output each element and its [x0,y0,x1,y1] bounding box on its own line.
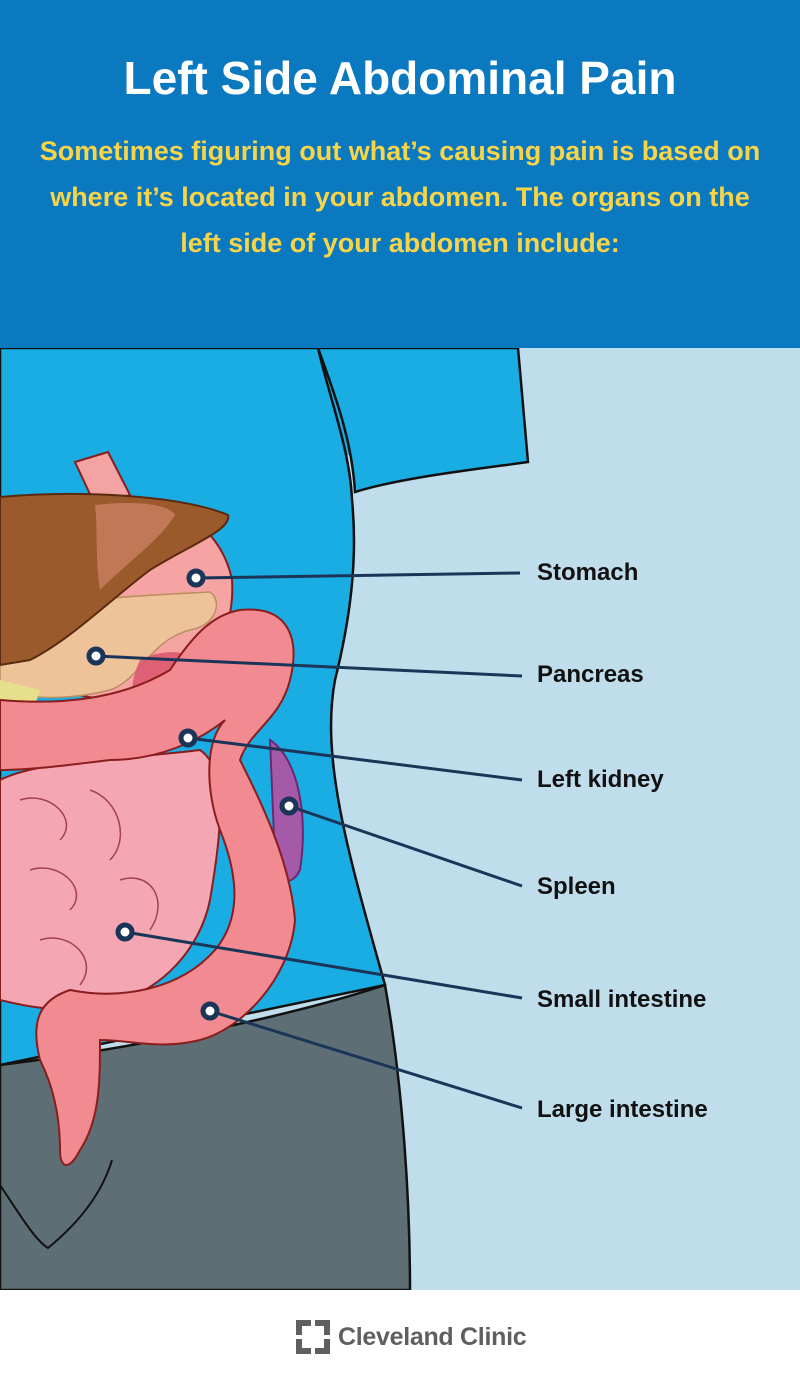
cleveland-clinic-logo: Cleveland Clinic [296,1320,527,1354]
page-subtitle: Sometimes figuring out what’s causing pa… [39,136,761,258]
label-left-kidney: Left kidney [537,766,664,793]
left-kidney-marker [178,728,198,748]
pants [0,983,412,1290]
abdomen-illustration [0,348,800,1290]
cleveland-clinic-logo-icon [296,1320,330,1354]
stomach-marker [186,568,206,588]
shirt-sleeve [316,348,530,494]
small-intestine-folds [19,789,159,986]
label-large-intestine: Large intestine [537,1096,708,1123]
large-intestine [0,608,297,1166]
esophagus [73,450,132,507]
spleen-marker [279,796,299,816]
leader-lines [95,571,523,1110]
label-small-intestine: Small intestine [537,986,707,1013]
label-stomach: Stomach [537,559,639,586]
liver [0,493,230,667]
label-spleen: Spleen [537,873,616,900]
footer [0,1290,800,1384]
pants-crotch-line [0,1159,113,1250]
header-banner: Left Side Abdominal Pain Sometimes figur… [0,0,800,348]
label-pancreas: Pancreas [537,661,644,688]
pancreas-marker [86,646,106,666]
page-title: Left Side Abdominal Pain [123,52,677,104]
small-intestine-marker [115,922,135,942]
liver-highlight [95,503,175,590]
brand-name: Cleveland Clinic [338,1322,527,1351]
large-intestine-marker [200,1001,220,1021]
